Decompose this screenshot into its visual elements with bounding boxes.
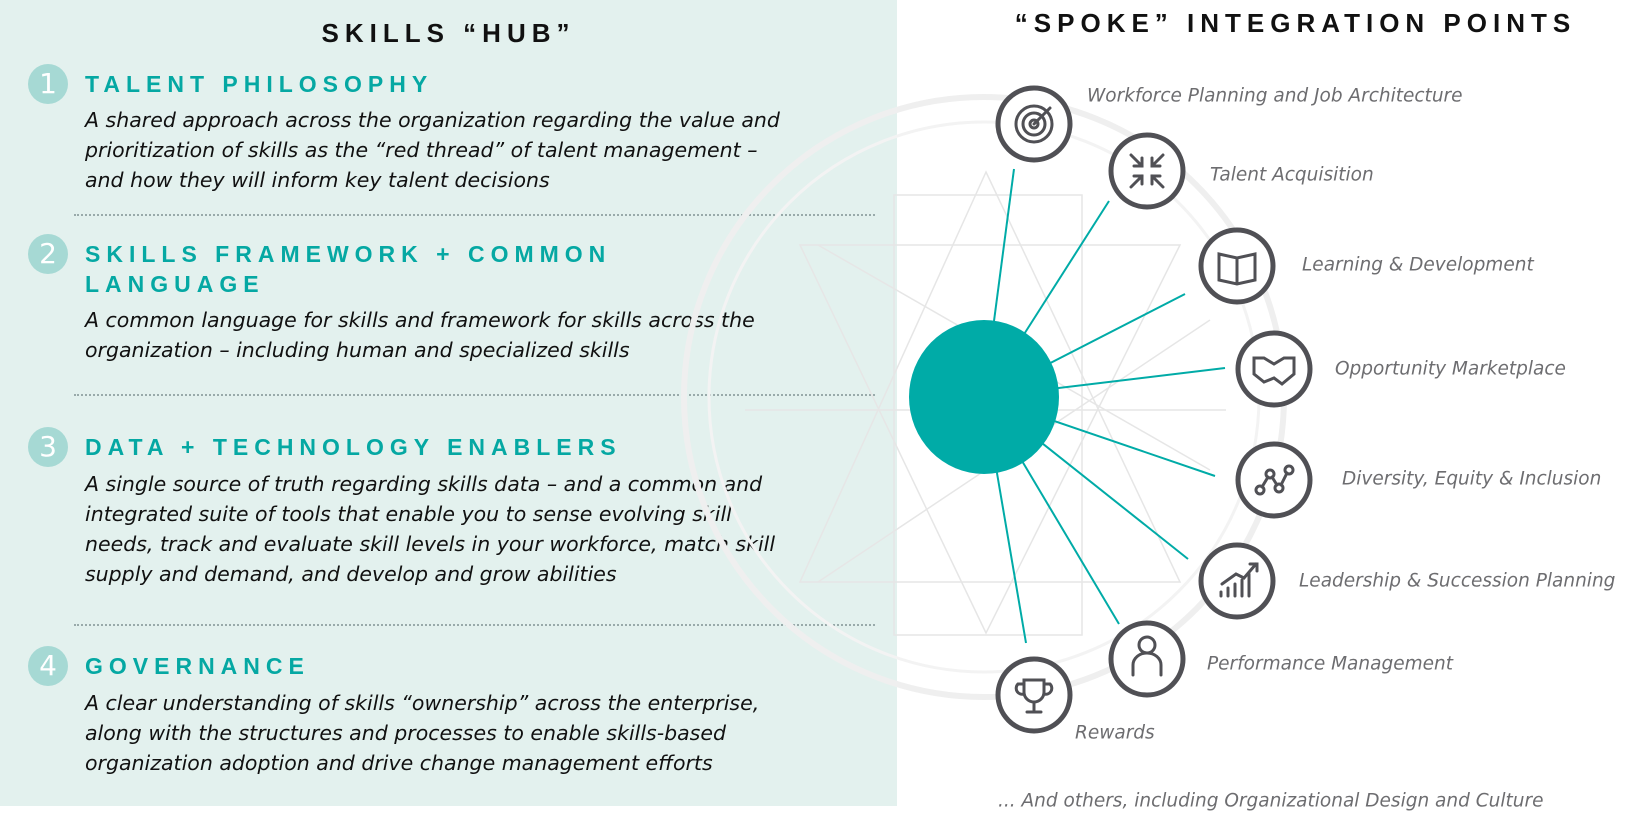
arrows-inward-icon xyxy=(1129,153,1165,189)
spoke-label-workforce-planning: Workforce Planning and Job Architecture xyxy=(1087,85,1463,107)
growth-chart-icon xyxy=(1219,562,1259,598)
spoke-circle xyxy=(1198,542,1276,620)
desc-line: organization adoption and drive change m… xyxy=(85,751,713,775)
footer-note: ... And others, including Organizational… xyxy=(998,790,1544,812)
divider xyxy=(74,624,875,626)
description-data-technology: A single source of truth regarding skill… xyxy=(85,469,875,589)
heading-line: LANGUAGE xyxy=(85,271,265,297)
heading-governance: GOVERNANCE xyxy=(85,653,310,679)
spoke-label-leadership-succession: Leadership & Succession Planning xyxy=(1299,570,1616,592)
hub-title: SKILLS “HUB” xyxy=(321,18,576,48)
desc-line: prioritization of skills as the “red thr… xyxy=(85,138,758,162)
desc-line: needs, track and evaluate skill levels i… xyxy=(85,532,776,556)
heading-talent-philosophy: TALENT PHILOSOPHY xyxy=(85,71,434,97)
heading-data-technology: DATA + TECHNOLOGY ENABLERS xyxy=(85,434,622,460)
desc-line: and how they will inform key talent deci… xyxy=(85,168,550,192)
spoke-circle xyxy=(1108,132,1186,210)
open-book-icon xyxy=(1217,252,1257,286)
spoke-label-talent-acquisition: Talent Acquisition xyxy=(1210,164,1374,186)
connected-nodes-icon xyxy=(1254,464,1295,496)
number-badge-1: 1 xyxy=(28,64,68,104)
spoke-label-rewards: Rewards xyxy=(1075,722,1155,744)
spoke-circle xyxy=(1108,620,1186,698)
skills-hub-panel xyxy=(0,0,897,806)
spoke-title: “SPOKE” INTEGRATION POINTS xyxy=(1014,8,1577,38)
background-geometry xyxy=(681,94,1287,700)
divider xyxy=(74,394,875,396)
spoke-circle xyxy=(1235,330,1313,408)
desc-line: along with the structures and processes … xyxy=(85,721,726,745)
number-badge-2: 2 xyxy=(28,234,68,274)
spoke-label-opportunity-marketplace: Opportunity Marketplace xyxy=(1335,358,1566,380)
heading-line: SKILLS FRAMEWORK + COMMON xyxy=(85,241,612,267)
number-badge-4: 4 xyxy=(28,646,68,686)
divider xyxy=(74,214,875,216)
heading-skills-framework: SKILLS FRAMEWORK + COMMON LANGUAGE xyxy=(85,239,611,299)
spoke-label-dei: Diversity, Equity & Inclusion xyxy=(1342,468,1602,490)
description-talent-philosophy: A shared approach across the organizatio… xyxy=(85,105,875,195)
description-skills-framework: A common language for skills and framewo… xyxy=(85,305,875,365)
handshake-icon xyxy=(1252,356,1296,386)
desc-line: A shared approach across the organizatio… xyxy=(85,108,780,132)
spoke-circle xyxy=(995,656,1073,734)
trophy-icon xyxy=(1014,678,1054,714)
desc-line: A single source of truth regarding skill… xyxy=(85,472,763,496)
person-icon xyxy=(1131,635,1163,677)
desc-line: supply and demand, and develop and grow … xyxy=(85,562,617,586)
description-governance: A clear understanding of skills “ownersh… xyxy=(85,688,875,778)
number-badge-3: 3 xyxy=(28,427,68,467)
spoke-label-performance-management: Performance Management xyxy=(1207,653,1453,675)
desc-line: A common language for skills and framewo… xyxy=(85,308,755,332)
target-icon xyxy=(1014,104,1054,144)
desc-line: A clear understanding of skills “ownersh… xyxy=(85,691,760,715)
desc-line: organization – including human and speci… xyxy=(85,338,630,362)
desc-line: integrated suite of tools that enable yo… xyxy=(85,502,732,526)
hub-circle xyxy=(909,320,1059,474)
spoke-label-learning-development: Learning & Development xyxy=(1302,254,1534,276)
